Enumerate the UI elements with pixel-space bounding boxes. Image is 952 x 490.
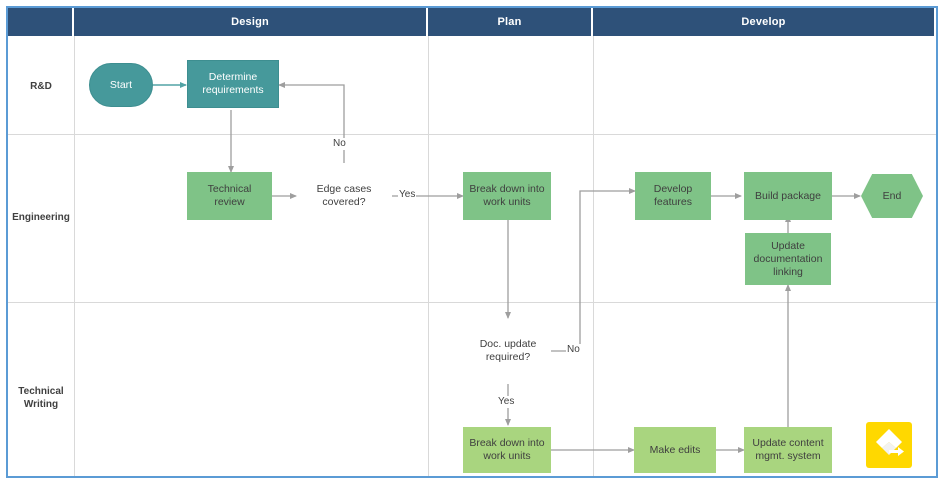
node-break-down-work-units-techwriting-line2: work units	[483, 450, 531, 462]
node-technical-review-line2: review	[214, 196, 245, 208]
lane-divider-rnd-engineering	[8, 134, 936, 135]
node-end[interactable]: End	[861, 174, 923, 218]
node-update-documentation-linking[interactable]: Update documentation linking	[745, 233, 831, 285]
node-update-documentation-linking-line3: linking	[773, 265, 803, 278]
lane-divider-engineering-techwriting	[8, 302, 936, 303]
lane-divider-label-column	[74, 36, 75, 476]
node-update-documentation-linking-line2: documentation	[753, 252, 823, 265]
header-column-design: Design	[74, 8, 428, 36]
node-develop-features[interactable]: Develop features	[635, 172, 711, 220]
lucid-export-badge[interactable]	[866, 422, 912, 468]
node-build-package-label: Build package	[755, 189, 821, 202]
node-develop-features-line2: features	[654, 196, 692, 208]
lane-label-rnd: R&D	[30, 81, 52, 92]
node-determine-requirements[interactable]: Determine requirements	[187, 60, 279, 108]
lane-label-technical-writing-line2: Writing	[23, 399, 59, 410]
node-determine-requirements-line1: Determine	[208, 71, 258, 83]
node-break-down-work-units-plan-line2: work units	[483, 196, 531, 208]
node-update-content-mgmt-system[interactable]: Update content mgmt. system	[744, 427, 832, 473]
edge-label-yes-edge-cases: Yes	[398, 189, 417, 201]
node-update-content-mgmt-system-line1: Update content	[752, 437, 824, 449]
header-corner-cell	[8, 8, 74, 36]
node-break-down-work-units-plan[interactable]: Break down into work units	[463, 172, 551, 220]
edge-label-no-doc-update: No	[566, 344, 581, 356]
node-start[interactable]: Start	[89, 63, 153, 107]
node-make-edits[interactable]: Make edits	[634, 427, 716, 473]
lane-divider-design-plan	[428, 36, 429, 476]
node-edge-cases-covered-label: Edge cases covered?	[316, 183, 372, 208]
node-update-content-mgmt-system-line2: mgmt. system	[755, 450, 821, 462]
node-update-documentation-linking-line1: Update	[771, 239, 805, 252]
node-build-package[interactable]: Build package	[744, 172, 832, 220]
diamond-arrow-icon	[876, 429, 904, 456]
header-column-develop: Develop	[593, 8, 934, 36]
swimlane-header-row: Design Plan Develop	[8, 8, 936, 36]
lane-label-technical-writing-line1: Technical	[18, 386, 64, 397]
edge-label-yes-doc-update: Yes	[497, 396, 516, 408]
header-column-plan: Plan	[428, 8, 593, 36]
node-technical-review[interactable]: Technical review	[187, 172, 272, 220]
edge-label-no-edge-cases: No	[332, 138, 347, 150]
lane-label-engineering: Engineering	[12, 212, 70, 223]
node-develop-features-line1: Develop	[653, 183, 693, 195]
lane-label-technical-writing: Technical Writing	[8, 385, 74, 411]
node-make-edits-label: Make edits	[649, 443, 701, 456]
node-break-down-work-units-plan-line1: Break down into	[469, 183, 545, 195]
node-determine-requirements-line2: requirements	[202, 84, 264, 96]
node-technical-review-line1: Technical	[207, 183, 252, 195]
node-break-down-work-units-techwriting-line1: Break down into	[469, 437, 545, 449]
lane-divider-plan-develop	[593, 36, 594, 476]
node-end-label: End	[882, 190, 902, 202]
node-break-down-work-units-techwriting[interactable]: Break down into work units	[463, 427, 551, 473]
node-start-label: Start	[109, 78, 133, 91]
node-doc-update-required-label: Doc. update required?	[479, 338, 537, 363]
